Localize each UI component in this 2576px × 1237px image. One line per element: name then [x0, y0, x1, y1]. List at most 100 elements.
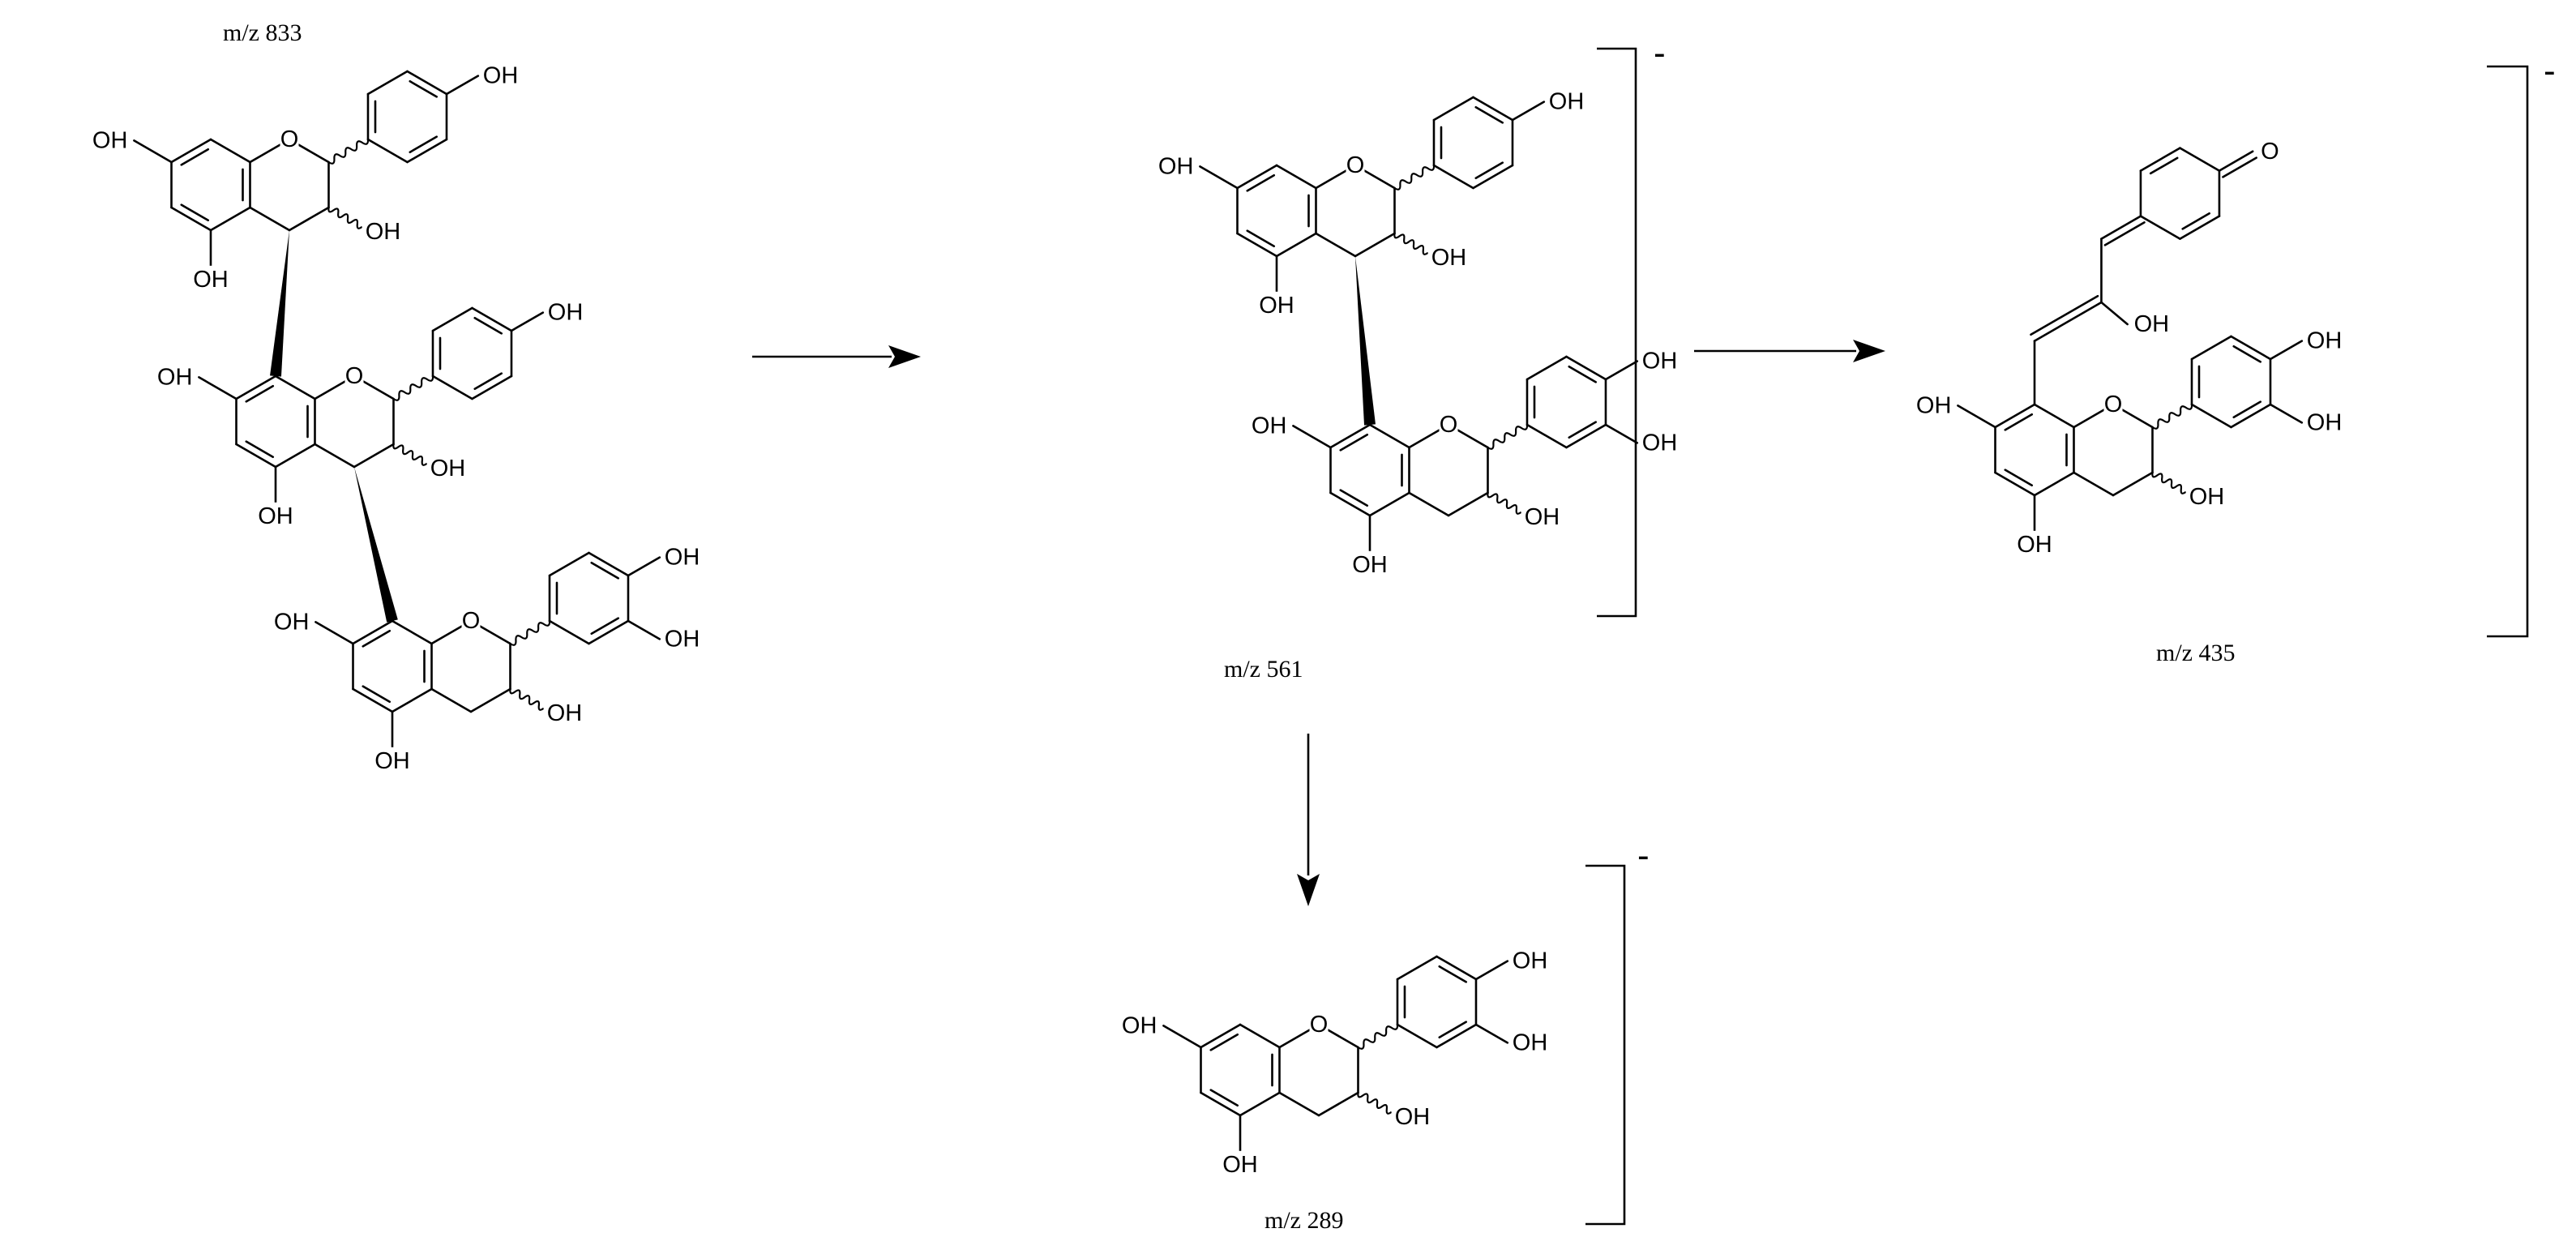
atom-mask — [1224, 1150, 1256, 1179]
hydroxyl-3: OH — [1525, 504, 1560, 530]
bond — [1278, 1091, 1320, 1117]
bracket-561: - — [1597, 33, 1666, 618]
wavy-bond-c3 — [1487, 492, 1522, 515]
a-ring-bond — [391, 687, 433, 713]
a-ring-bond — [1275, 164, 1317, 190]
b-ring-bond — [1436, 955, 1478, 981]
b-ring-bond — [1565, 355, 1607, 381]
hydroxyl-3: OH — [1395, 1104, 1431, 1130]
hydroxyl-3: OH — [2189, 484, 2225, 510]
atom-mask — [376, 747, 409, 775]
bond — [314, 443, 356, 469]
hydroxyl-5: OH — [1222, 1152, 1258, 1178]
hydroxyl-7: OH — [274, 609, 310, 635]
b-ring-bond — [2230, 403, 2272, 429]
b-ring-bond — [588, 551, 630, 577]
wavy-bond-c2 — [1487, 424, 1529, 450]
bond — [2269, 340, 2304, 361]
hydroxyl-7: OH — [1252, 413, 1287, 439]
double-bond — [1568, 421, 1598, 439]
atom-mask — [98, 126, 131, 155]
hydroxyl-7: OH — [157, 364, 193, 390]
bond — [1408, 491, 1450, 517]
methide-double-bond-inner — [2103, 221, 2146, 246]
atom-mask — [1638, 347, 1671, 375]
b-ring-bond — [1396, 1023, 1438, 1049]
a-ring-bond — [170, 138, 212, 164]
bond — [2073, 471, 2115, 497]
quinone-ring-bond — [2139, 147, 2181, 172]
wavy-bond-c2 — [509, 620, 551, 646]
interflavan-wedge-1 — [270, 230, 289, 377]
bond — [353, 443, 395, 469]
double-bond — [1474, 161, 1504, 180]
double-bond — [1339, 489, 1369, 507]
atom-mask — [461, 607, 481, 635]
bond — [1354, 232, 1396, 258]
a-ring-bond — [1994, 471, 2036, 497]
atom-mask — [259, 502, 292, 530]
quinone-ring-bond — [2179, 215, 2221, 240]
bond — [627, 556, 661, 577]
hydroxyl-7: OH — [1916, 392, 1952, 418]
bracket-435: - — [2487, 51, 2556, 638]
bond — [249, 206, 291, 232]
wavy-bond-c3 — [1393, 233, 1429, 255]
a-ring-bond — [1200, 1023, 1242, 1049]
b-ring-bond — [2230, 335, 2272, 361]
a-ring-bond — [1329, 491, 1371, 517]
atom-mask — [163, 363, 196, 392]
double-bond — [2232, 345, 2262, 363]
hydroxyl-7: OH — [92, 127, 128, 153]
atom-mask — [543, 699, 576, 727]
double-bond — [2149, 156, 2179, 175]
wavy-bond-c2 — [1393, 165, 1436, 190]
hydroxyl-4prime: OH — [483, 63, 519, 89]
bond — [1317, 1091, 1359, 1117]
bond — [1474, 960, 1509, 981]
atom-mask — [426, 454, 460, 482]
hydroxyl-5: OH — [1259, 293, 1294, 319]
ring-oxygen: O — [1310, 1012, 1329, 1038]
atom-mask — [2130, 310, 2163, 338]
double-bond — [409, 79, 439, 98]
bond — [1957, 404, 1996, 429]
double-bond — [1209, 1089, 1239, 1107]
label-mz-561: m/z 561 — [1224, 656, 1303, 683]
b-ring-bond — [548, 619, 590, 645]
bond — [445, 75, 480, 96]
molecular-structures: OOHOHOHOHOOHOHOHOHOOHOHOHOHOHOOHOHOHOHOO… — [92, 62, 2342, 1179]
double-bond — [2004, 413, 2034, 431]
bond — [1604, 360, 1639, 381]
bond — [627, 619, 661, 640]
atom-mask — [1260, 291, 1293, 319]
bond — [1199, 165, 1239, 190]
b-ring-bond — [1432, 164, 1474, 190]
charge-435: - — [2544, 51, 2556, 91]
a-ring-bond — [274, 443, 316, 469]
atom-mask — [1164, 152, 1197, 181]
a-ring-bond — [1368, 423, 1410, 449]
atom-mask — [344, 362, 364, 390]
bond — [1604, 423, 1639, 444]
interflavan-wedge-561 — [1354, 256, 1376, 426]
b-ring-bond — [2190, 335, 2232, 361]
a-ring-bond — [170, 206, 212, 232]
arrow-561-to-435 — [1694, 340, 1885, 362]
b-ring-bond — [588, 619, 630, 645]
a-ring-bond — [209, 206, 251, 232]
a-ring-bond — [2033, 471, 2075, 497]
atom-mask — [280, 608, 313, 636]
a-ring-bond — [1239, 1091, 1281, 1117]
atom-mask — [1391, 1102, 1424, 1131]
b-ring-bond — [366, 138, 409, 164]
wavy-bond-c3 — [327, 207, 363, 229]
b-ring-bond — [1525, 355, 1568, 381]
bracket-289: - — [1585, 836, 1650, 1226]
b-ring-bond — [548, 551, 590, 577]
double-bond — [1246, 229, 1276, 248]
